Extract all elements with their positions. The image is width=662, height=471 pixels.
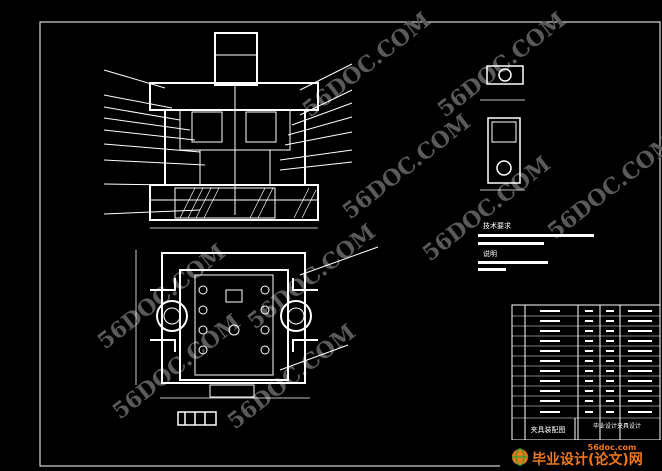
title-block-part-name: 夹具装配图 [531,425,566,434]
detail-view-small [177,411,217,426]
note-line-2 [478,242,544,245]
globe-icon [512,448,528,466]
front-view [149,32,319,229]
note-line-1 [478,234,594,237]
brand-tagline: 毕业设计(论文)网 [532,451,643,468]
note-line-4 [478,268,506,271]
brand-site: 56doc.com [588,443,637,452]
side-view-bottom [480,117,525,191]
tech-req-heading: 技术要求 [483,221,511,230]
side-view-top [480,65,525,101]
drawing-border [39,21,661,467]
note-line-3 [478,261,548,264]
front-view-leaders [103,63,353,215]
top-view [135,250,318,399]
title-block-school: 毕业设计夹具设计 [593,422,641,430]
watermark-7: 56DOC.COM [223,319,361,435]
top-view-leaders [279,246,379,371]
watermark-2: 56DOC.COM [338,109,476,225]
notes-sub-heading: 说明 [483,249,497,258]
technical-notes: 技术要求 说明 [478,221,594,271]
watermark-9: 56DOC.COM [543,129,662,245]
brand-badge: 56doc.com 毕业设计(论文)网 [500,440,662,471]
watermark-3: 56DOC.COM [433,7,571,123]
bom-table [511,304,661,467]
title-block: 夹具装配图 毕业设计夹具设计 [531,422,642,434]
bom-entries [540,310,652,413]
